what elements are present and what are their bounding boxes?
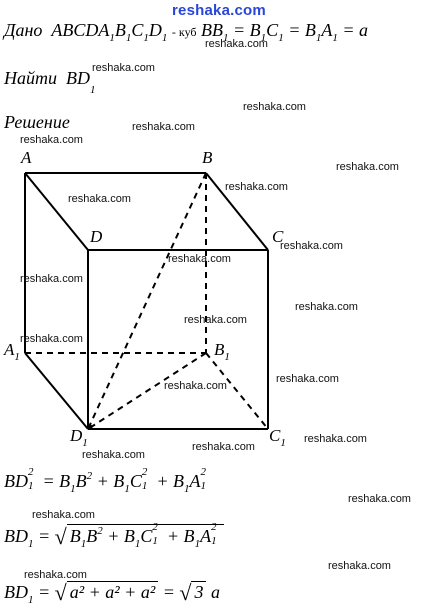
sqrt-icon: √	[179, 580, 192, 605]
edge-bc	[205, 172, 269, 251]
watermark: reshaka.com	[336, 161, 399, 173]
sub-index: 1	[260, 32, 267, 44]
watermark: reshaka.com	[68, 193, 131, 205]
find-target-sub: 1	[90, 84, 96, 96]
given-part: = a	[342, 20, 368, 40]
given-cube-name: ABCDA	[51, 20, 110, 40]
find-line: Найти BD1	[4, 68, 96, 96]
given-part: C	[266, 20, 279, 40]
watermark: reshaka.com	[243, 101, 306, 113]
watermark: reshaka.com	[82, 449, 145, 461]
sub-index: 1	[125, 32, 132, 44]
given-line: Дано ABCDA1B1C1D1 - куб BB1 = B1C1 = B1A…	[4, 20, 368, 44]
given-cube-word: - куб	[171, 25, 197, 39]
watermark: reshaka.com	[348, 493, 411, 505]
given-part: = B	[288, 20, 316, 40]
watermark: reshaka.com	[164, 380, 227, 392]
watermark: reshaka.com	[276, 373, 339, 385]
diagonal-bd1	[87, 172, 207, 430]
watermark: reshaka.com	[132, 121, 195, 133]
watermark: reshaka.com	[205, 38, 268, 50]
edge-b1d1-hidden	[87, 352, 207, 430]
point-d1	[87, 424, 93, 430]
vertex-d1-label: D1	[70, 426, 88, 449]
vertex-a1-label: A1	[4, 340, 20, 363]
edge-ad	[24, 172, 89, 251]
given-part: A	[321, 20, 333, 40]
watermark: reshaka.com	[168, 253, 231, 265]
sub-index: 1	[278, 32, 284, 44]
watermark: reshaka.com	[32, 509, 95, 521]
watermark: reshaka.com	[225, 181, 288, 193]
sub-index: 1	[109, 32, 115, 44]
top-watermark: reshaka.com	[172, 2, 266, 19]
given-cube-d: D	[148, 20, 162, 40]
watermark: reshaka.com	[20, 273, 83, 285]
find-label: Найти	[4, 68, 57, 88]
find-target: BD	[66, 68, 90, 88]
sub-index: 1	[143, 32, 149, 44]
vertex-c-label: C	[272, 227, 284, 246]
vertex-c1-label: C1	[269, 426, 286, 449]
vertex-b-label: B	[202, 148, 213, 167]
given-part: = B	[233, 20, 261, 40]
vertex-a-label: A	[21, 148, 32, 167]
sqrt-icon: √	[54, 580, 67, 605]
vertex-d-label: D	[90, 227, 103, 246]
sub-index: 1	[332, 32, 338, 44]
sqrt-icon: √	[54, 524, 67, 549]
watermark: reshaka.com	[20, 134, 83, 146]
watermark: reshaka.com	[280, 240, 343, 252]
given-label: Дано	[4, 20, 43, 40]
solution-label: Решение	[4, 112, 70, 132]
radicand-3: a² + a² + a²	[66, 581, 159, 603]
given-equation: BB	[201, 20, 224, 40]
radicand-3b: 3	[191, 581, 207, 603]
sub-index: 1	[161, 32, 168, 44]
watermark: reshaka.com	[304, 433, 367, 445]
watermark: reshaka.com	[24, 569, 87, 581]
sub-index: 1	[315, 32, 322, 44]
given-cube-c: C	[131, 20, 144, 40]
watermark: reshaka.com	[20, 333, 83, 345]
formula-3: BD1 = √a² + a² + a² = √3 a	[4, 580, 220, 606]
watermark: reshaka.com	[295, 301, 358, 313]
watermark: reshaka.com	[328, 560, 391, 572]
watermark: reshaka.com	[184, 314, 247, 326]
edge-a1d1	[24, 352, 89, 430]
vertex-b1-label: B1	[214, 340, 230, 363]
sub-index: 1	[223, 32, 229, 44]
edge-b1c1-hidden	[205, 352, 269, 430]
watermark: reshaka.com	[192, 441, 255, 453]
given-cube-b: B	[114, 20, 126, 40]
watermark: reshaka.com	[92, 62, 155, 74]
